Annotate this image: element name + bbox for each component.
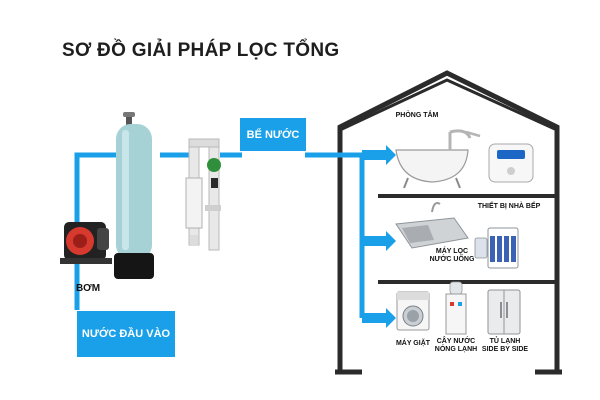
ro-filter-label: MÁY LỌC NƯỚC UỐNG bbox=[424, 248, 480, 265]
kitchen-label: THIẾT BỊ NHÀ BẾP bbox=[477, 203, 541, 210]
water-dispenser-icon bbox=[445, 281, 467, 335]
dispenser-label-line1: CÂY NƯỚC bbox=[436, 338, 476, 345]
house-outline bbox=[335, 70, 562, 375]
pump-label: BƠM bbox=[75, 283, 101, 294]
fridge-label: TỦ LẠNH SIDE BY SIDE bbox=[478, 338, 532, 355]
dispenser-label-line2: NÓNG LẠNH bbox=[434, 346, 478, 354]
kitchen-sink-icon bbox=[395, 202, 469, 249]
bathtub-icon bbox=[395, 149, 469, 189]
ro-filter-label-line1: MÁY LỌC bbox=[435, 248, 469, 255]
water-heater-icon bbox=[488, 143, 534, 183]
washing-machine-icon bbox=[396, 291, 430, 331]
fridge-label-line1: TỦ LẠNH bbox=[489, 338, 521, 345]
ro-filter-icon bbox=[474, 227, 519, 269]
bathroom-label: PHÒNG TẮM bbox=[395, 112, 439, 119]
valve-assembly-icon bbox=[185, 138, 221, 251]
water-input-label: NƯỚC ĐẦU VÀO bbox=[77, 311, 175, 357]
dispenser-label: CÂY NƯỚC NÓNG LẠNH bbox=[434, 338, 478, 355]
pump-icon bbox=[60, 222, 112, 264]
ro-filter-label-line2: NƯỚC UỐNG bbox=[429, 256, 475, 264]
faucet-icon bbox=[448, 129, 481, 150]
fridge-icon bbox=[487, 289, 521, 335]
pipe-arrows bbox=[362, 145, 396, 328]
water-tank-label: BỂ NƯỚC bbox=[240, 118, 306, 151]
filter-tank-icon bbox=[114, 112, 154, 279]
washer-label: MÁY GIẶT bbox=[395, 340, 431, 347]
fridge-label-line2: SIDE BY SIDE bbox=[481, 346, 529, 354]
diagram-title: SƠ ĐỒ GIẢI PHÁP LỌC TỔNG bbox=[62, 40, 340, 61]
